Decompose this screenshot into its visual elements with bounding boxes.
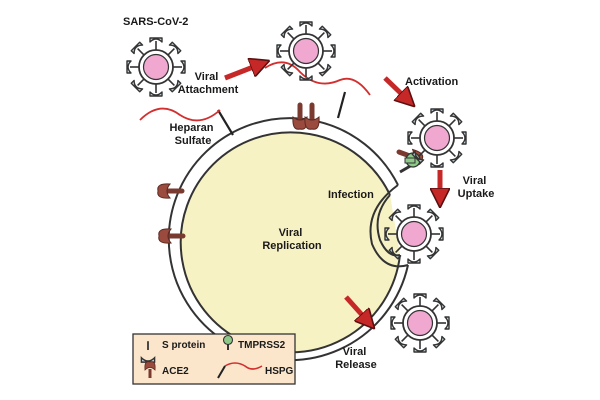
activation-label: Activation	[405, 76, 458, 88]
virus-free	[127, 38, 185, 96]
virus-uptake	[385, 205, 443, 263]
ace2-icon	[144, 361, 156, 378]
infection-label: Infection	[328, 189, 374, 201]
uptake-label: Viral Uptake	[458, 175, 495, 200]
arrow-activation	[383, 76, 412, 104]
hspg-icon	[217, 362, 263, 379]
s-protein-icon	[140, 341, 156, 363]
hspg-stalk-left	[217, 109, 234, 136]
legend-ace2: ACE2	[162, 366, 189, 377]
arrow-attachment	[224, 62, 266, 81]
legend-s-protein: S protein	[162, 340, 205, 351]
attachment-label: Viral Attachment	[178, 71, 239, 96]
replication-label: Viral Replication	[262, 227, 322, 252]
host-cell	[179, 131, 401, 354]
uptake-pocket-outer	[369, 184, 409, 268]
tmprss2-icon	[222, 334, 234, 350]
virus-activation	[408, 109, 466, 167]
heparan-sulfate-label: Heparan Sulfate	[169, 122, 216, 147]
release-label: Viral Release	[335, 346, 377, 371]
heparan-chain-attachment	[264, 61, 371, 96]
legend-tmprss2: TMPRSS2	[238, 340, 286, 351]
virus-released	[391, 294, 449, 352]
ace2-receptor-left-upper	[158, 184, 182, 198]
hspg-stalk-right	[336, 91, 347, 119]
heparan-chain-left	[139, 107, 221, 122]
virus-attached	[277, 22, 335, 80]
legend-hspg: HSPG	[265, 366, 294, 377]
arrow-release	[344, 295, 372, 326]
ace2-receptor-left-lower	[159, 229, 183, 243]
title-label: SARS-CoV-2	[123, 16, 188, 28]
legend: S protein TMPRSS2 ACE2 HSPG	[132, 333, 296, 385]
